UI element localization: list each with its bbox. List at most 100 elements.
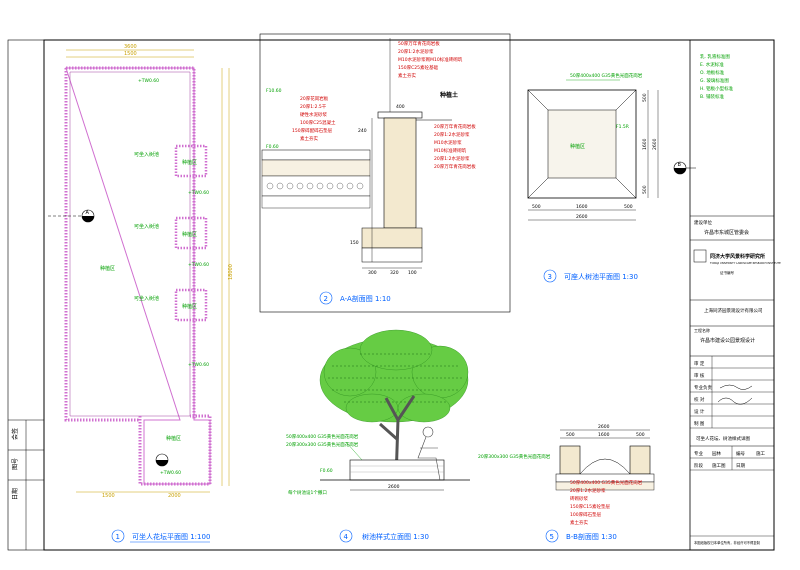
note: 150厚碎配碎石垫层 bbox=[292, 127, 333, 134]
dim-label: 2600 bbox=[388, 484, 400, 490]
note: 20厚万年青花岗岩板 bbox=[434, 163, 476, 170]
tb-row: 编号 bbox=[736, 450, 745, 457]
tb-cert: 证书编号 bbox=[720, 270, 734, 275]
dim-label: 240 bbox=[358, 128, 367, 134]
elevation-4: 50厚400x400 G35黄色光面花岗岩 20厚300x300 G35黄色光面… bbox=[286, 329, 470, 543]
dim-label: 500 bbox=[624, 204, 633, 210]
tw-label: +TW0.60 bbox=[138, 78, 159, 84]
dim-label: 500 bbox=[566, 432, 575, 438]
tb-row: 审 定 bbox=[694, 360, 705, 367]
tb-row: 阶段 bbox=[694, 462, 703, 469]
tb-label: 工程名称 bbox=[694, 327, 710, 333]
tb-label: 建设单位 bbox=[694, 219, 712, 226]
area-label: 种植区 bbox=[570, 143, 585, 150]
title-block: 乳. 乳液标准图 E. 水泥标准 O. 地板标准 G. 玻璃标准图 H. 铝板小… bbox=[689, 39, 781, 551]
caption-number: 3 bbox=[548, 273, 552, 281]
section-aa: 种植土 50厚万年青花岗岩板 20厚1:2水泥砂浆 M10水泥砂浆砌M10标准砖… bbox=[259, 33, 511, 313]
tw-label: +TW0.60 bbox=[160, 470, 181, 476]
soil-label: 种植土 bbox=[439, 91, 458, 99]
note: 每个树池设1个撒口 bbox=[288, 489, 327, 496]
caption-number: 5 bbox=[550, 533, 554, 541]
seat-planter bbox=[174, 144, 208, 178]
note: 素土夯实 bbox=[300, 135, 318, 142]
note: 150厚C15素砼垫层 bbox=[570, 503, 610, 510]
elev: F0.60 bbox=[266, 144, 279, 150]
tw-label: +TW0.60 bbox=[188, 362, 209, 368]
wall-section bbox=[383, 117, 417, 229]
dim-label: 320 bbox=[390, 270, 399, 276]
note: 20厚1:2水泥砂浆 bbox=[434, 131, 470, 138]
note: 20厚万年青花岗岩板 bbox=[434, 123, 476, 130]
note: 50厚400x400 G35黄色光面花岗岩 bbox=[570, 479, 643, 486]
tb-row: 园林 bbox=[712, 450, 721, 457]
note: 20厚1:2.5干 bbox=[300, 104, 327, 110]
legend-item: E. 水泥标准 bbox=[700, 61, 724, 68]
section-bb: 2600 500 1600 500 20厚300x300 G35黄色光面花岗岩 … bbox=[478, 424, 655, 543]
dim-label: 500 bbox=[532, 204, 541, 210]
note: 20厚1:2水泥砂浆 bbox=[570, 487, 606, 494]
elev: F1.5R bbox=[616, 124, 629, 130]
note: 150厚C25素砼基础 bbox=[398, 64, 438, 71]
caption-title: A-A剖面图 1:10 bbox=[340, 294, 391, 303]
tb-row: 施工图 bbox=[712, 462, 726, 469]
dim-label: 1500 bbox=[102, 493, 115, 499]
strip-label: 会签 bbox=[11, 428, 19, 440]
dim-label: 2600 bbox=[598, 424, 610, 430]
note: 20厚花岗岩板 bbox=[300, 95, 329, 102]
legend-item: O. 地板标准 bbox=[700, 69, 725, 76]
dim-label: 1600 bbox=[598, 432, 610, 438]
area-label: 种植区 bbox=[182, 303, 197, 310]
tb-sheet-title: 可坐人花坛、树池样式详图 bbox=[696, 435, 750, 442]
note: 50厚400x400 G35黄色光面花岗岩 bbox=[286, 433, 359, 440]
dim-label: 1500 bbox=[124, 51, 137, 57]
note: 20厚1:2水泥砂浆 bbox=[398, 48, 434, 55]
elev: F0.60 bbox=[320, 468, 333, 474]
note: 50厚万年青花岗岩板 bbox=[398, 40, 440, 47]
dim-label: 18000 bbox=[228, 264, 234, 280]
note: 素土夯实 bbox=[398, 72, 416, 79]
tb-row: 日期 bbox=[736, 463, 745, 469]
caption-number: 1 bbox=[116, 533, 120, 541]
plan-1: 3600 1500 18000 1500 2000 种植区 种植区 种植区 可坐… bbox=[48, 44, 234, 543]
legend-item: G. 玻璃标准图 bbox=[700, 77, 729, 84]
caption-number: 2 bbox=[324, 295, 328, 303]
dim-label: 500 bbox=[636, 432, 645, 438]
note: 素土夯实 bbox=[570, 519, 588, 526]
dim-label: 3600 bbox=[124, 44, 137, 50]
dim-label: 150 bbox=[350, 240, 359, 246]
callout: 可坐入树池 bbox=[134, 295, 159, 302]
tb-value: 许昌市建设公园景观设计 bbox=[700, 337, 755, 344]
note: 20厚300x300 G35黄色光面花岗岩 bbox=[286, 441, 359, 448]
tb-row: 施工 bbox=[756, 450, 765, 457]
caption-circle bbox=[111, 529, 125, 543]
tb-row: 专业 bbox=[694, 450, 703, 457]
area-label: 种植区 bbox=[182, 231, 197, 238]
tw-label: +TW0.60 bbox=[188, 190, 209, 196]
strip-label: 图号 bbox=[12, 458, 19, 470]
seat-planter bbox=[174, 216, 208, 250]
tb-row: 专业负责 bbox=[694, 384, 712, 391]
note: 100厚碎石垫层 bbox=[570, 511, 602, 518]
caption-title: B-B剖面图 1:30 bbox=[566, 532, 617, 541]
section-marker: A bbox=[86, 210, 90, 216]
tb-row: 设 计 bbox=[694, 408, 705, 415]
note: 硬性水泥砂浆 bbox=[300, 111, 327, 118]
tb-row: 制 图 bbox=[694, 420, 705, 427]
tb-row: 校 对 bbox=[694, 396, 705, 403]
note: 20厚1:2水泥砂浆 bbox=[434, 155, 470, 162]
caption-title: 可坐人花坛平面图 1:100 bbox=[132, 532, 210, 541]
tb-firm-en: TONGJI UNIVERSITY LANDSCAPE RESEARCH INS… bbox=[710, 261, 781, 265]
dim-label: 1600 bbox=[642, 138, 648, 150]
note: M10标准砖砌筑 bbox=[434, 147, 467, 154]
tb-firm: 同济大学风景科学研究所 bbox=[710, 253, 765, 260]
dim-label: 500 bbox=[642, 93, 648, 102]
dim-label: 2600 bbox=[652, 138, 658, 150]
callout: 可坐入树池 bbox=[134, 151, 159, 158]
elev: F10.60 bbox=[266, 88, 282, 94]
firm-logo bbox=[693, 249, 707, 263]
note: 100厚C25混凝土 bbox=[300, 119, 336, 126]
section-marker: B bbox=[678, 162, 682, 168]
note: M10水泥砂浆砌M10标准砖砌筑 bbox=[398, 56, 463, 63]
dim-label: 300 bbox=[368, 270, 377, 276]
